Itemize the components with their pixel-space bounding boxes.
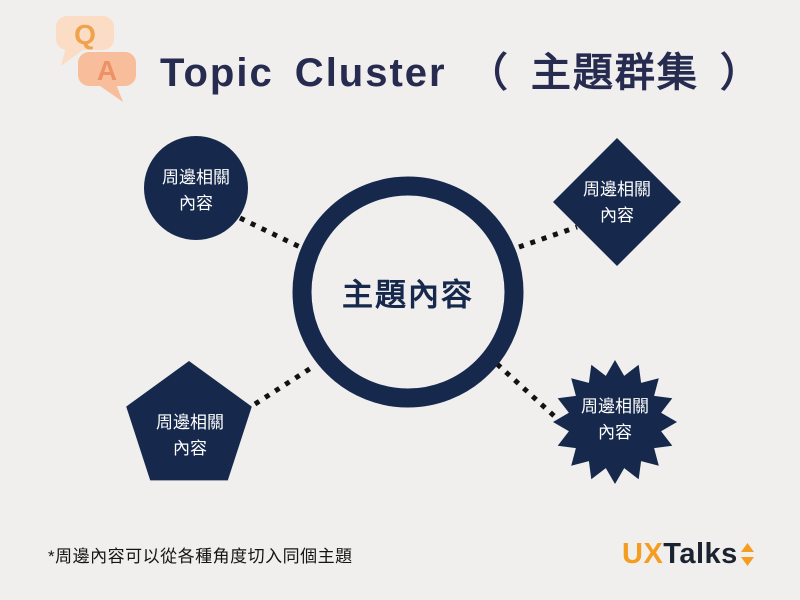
connector-dotted-line-top-right — [518, 224, 578, 250]
satellite-label-line2: 內容 — [179, 194, 213, 213]
satellite-label-line1: 周邊相關 — [583, 180, 651, 199]
satellite-label-line1: 周邊相關 — [156, 413, 224, 432]
satellite-circle-shape — [144, 136, 248, 240]
q-letter: Q — [74, 19, 96, 50]
qa-speech-bubbles-icon: Q A — [56, 16, 136, 102]
logo-ux-text: UX — [622, 538, 664, 570]
satellite-label-line1: 周邊相關 — [162, 168, 230, 187]
footnote-text: *周邊內容可以從各種角度切入同個主題 — [48, 547, 353, 566]
connector-dotted-line-bottom-right — [495, 362, 565, 426]
satellite-starburst-shape — [553, 360, 677, 484]
a-speech-bubble: A — [78, 52, 136, 102]
q-speech-bubble: Q — [56, 16, 114, 66]
satellite-label-line2: 內容 — [600, 206, 634, 225]
satellite-label-top-left: 周邊相關 內容 — [162, 165, 230, 217]
connector-dotted-line-top-left — [238, 215, 304, 251]
logo-talks-text: Talks — [663, 538, 738, 570]
satellite-label-top-right: 周邊相關 內容 — [583, 177, 651, 229]
satellite-label-line2: 內容 — [173, 439, 207, 458]
satellite-pentagon-shape — [126, 361, 252, 481]
center-topic-label: 主題內容 — [342, 277, 474, 313]
satellite-label-line1: 周邊相關 — [581, 397, 649, 416]
satellite-label-line2: 內容 — [598, 423, 632, 442]
sort-arrows-icon — [740, 542, 754, 566]
page-title: Topic Cluster （ 主題群集 ） — [160, 51, 762, 95]
a-letter: A — [97, 55, 117, 86]
satellite-label-bottom-left: 周邊相關 內容 — [156, 410, 224, 462]
satellite-label-bottom-right: 周邊相關 內容 — [581, 394, 649, 446]
connector-dotted-line-bottom-left — [253, 365, 313, 407]
center-topic-ring-shape — [292, 176, 524, 408]
satellite-diamond-shape — [553, 138, 681, 266]
